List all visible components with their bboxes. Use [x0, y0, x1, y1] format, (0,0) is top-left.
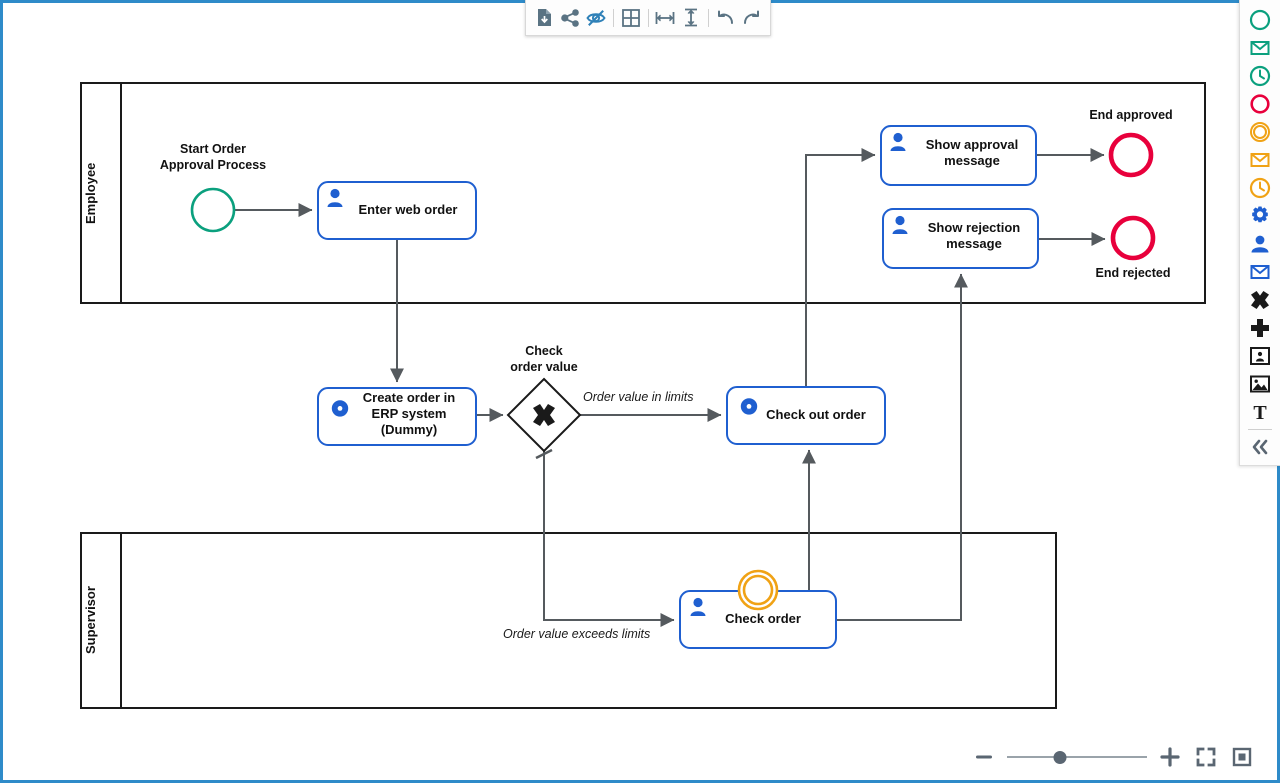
- task-label-check-order: Check order: [725, 611, 801, 626]
- node-show-approval-message[interactable]: [880, 125, 1037, 186]
- distribute-horizontal-icon[interactable]: [652, 4, 678, 32]
- eye-off-icon[interactable]: [583, 4, 609, 32]
- redo-icon[interactable]: [738, 4, 764, 32]
- user-task-icon: [890, 132, 906, 151]
- zoom-slider-handle[interactable]: [1053, 750, 1067, 764]
- collapse-palette-icon[interactable]: [1244, 433, 1276, 461]
- start-event-label: Start Order Approval Process: [159, 142, 267, 172]
- task-label-create-order-erp: Create order in ERP system (Dummy): [362, 390, 456, 437]
- grid-icon[interactable]: [618, 4, 644, 32]
- fit-to-screen-button[interactable]: [1193, 744, 1219, 770]
- start-event-icon[interactable]: [1244, 6, 1276, 34]
- toolbar-separator-2: [647, 8, 649, 27]
- download-icon[interactable]: [532, 4, 558, 32]
- task-label-check-out-order: Check out order: [766, 407, 866, 422]
- flow-label-order-value-exceeds-limits: Order value exceeds limits: [503, 627, 651, 641]
- zoom-slider-track: [1007, 756, 1147, 758]
- distribute-vertical-icon[interactable]: [678, 4, 704, 32]
- user-task-icon: [327, 188, 343, 207]
- svg-text:T: T: [1253, 402, 1267, 423]
- flow-label-order-value-in-limits: Order value in limits: [583, 390, 694, 404]
- node-boundary-event[interactable]: [737, 569, 779, 611]
- node-check-order-value-gateway[interactable]: [506, 377, 582, 453]
- palette-separator: [1248, 429, 1272, 430]
- service-task-icon: [331, 400, 349, 417]
- node-end-rejected[interactable]: [1110, 215, 1156, 261]
- top-toolbar: [525, 0, 771, 36]
- message-task-icon[interactable]: [1244, 258, 1276, 286]
- actual-size-button[interactable]: [1229, 744, 1255, 770]
- diagram-canvas[interactable]: Employee Supervisor Start Order Approval…: [3, 3, 1277, 780]
- share-icon[interactable]: [558, 4, 584, 32]
- task-label-show-rejection-message: Show rejection message: [927, 220, 1021, 251]
- intermediate-event-icon[interactable]: [1244, 118, 1276, 146]
- zoom-out-button[interactable]: [971, 744, 997, 770]
- exclusive-gateway-x-icon: [533, 404, 555, 426]
- flow-checkout-to-approval: [805, 148, 876, 388]
- user-task-icon: [892, 215, 908, 234]
- element-palette: T: [1239, 0, 1280, 466]
- image-icon[interactable]: [1244, 370, 1276, 398]
- undo-icon[interactable]: [713, 4, 739, 32]
- timer-intermediate-event-icon[interactable]: [1244, 174, 1276, 202]
- node-check-out-order[interactable]: [726, 386, 886, 445]
- parallel-gateway-icon[interactable]: [1244, 314, 1276, 342]
- timer-start-event-icon[interactable]: [1244, 62, 1276, 90]
- zoom-slider[interactable]: [1007, 748, 1147, 766]
- text-annotation-icon[interactable]: T: [1244, 398, 1276, 426]
- exclusive-gateway-icon[interactable]: [1244, 286, 1276, 314]
- node-create-order-erp[interactable]: [317, 387, 477, 446]
- task-label-enter-web-order: Enter web order: [358, 202, 458, 217]
- end-event-label-rejected: End rejected: [1095, 266, 1171, 280]
- zoom-controls: [971, 744, 1255, 770]
- lane-label-employee: Employee: [83, 162, 98, 224]
- node-start-event[interactable]: [190, 187, 236, 233]
- end-event-icon[interactable]: [1244, 90, 1276, 118]
- node-show-rejection-message[interactable]: [882, 208, 1039, 269]
- lane-label-supervisor: Supervisor: [83, 586, 98, 655]
- node-end-approved[interactable]: [1108, 132, 1154, 178]
- lane-employee[interactable]: [80, 82, 1206, 304]
- pool-icon[interactable]: [1244, 342, 1276, 370]
- user-task-icon[interactable]: [1244, 230, 1276, 258]
- gateway-label-check-order-value: Check order value: [510, 344, 578, 374]
- message-intermediate-event-icon[interactable]: [1244, 146, 1276, 174]
- toolbar-separator-1: [612, 8, 614, 27]
- flow-gateway-to-checkorder: [543, 451, 675, 627]
- message-start-event-icon[interactable]: [1244, 34, 1276, 62]
- zoom-in-button[interactable]: [1157, 744, 1183, 770]
- flow-checkorder-to-rejection: [835, 273, 968, 621]
- end-event-label-approved: End approved: [1089, 108, 1173, 122]
- task-label-show-approval-message: Show approval message: [925, 137, 1019, 168]
- service-task-icon[interactable]: [1244, 202, 1276, 230]
- node-enter-web-order[interactable]: [317, 181, 477, 240]
- lane-supervisor[interactable]: [80, 532, 1057, 709]
- toolbar-separator-3: [707, 8, 709, 27]
- default-flow-marker: [535, 448, 553, 460]
- service-task-icon: [740, 398, 758, 415]
- user-task-icon: [690, 597, 706, 616]
